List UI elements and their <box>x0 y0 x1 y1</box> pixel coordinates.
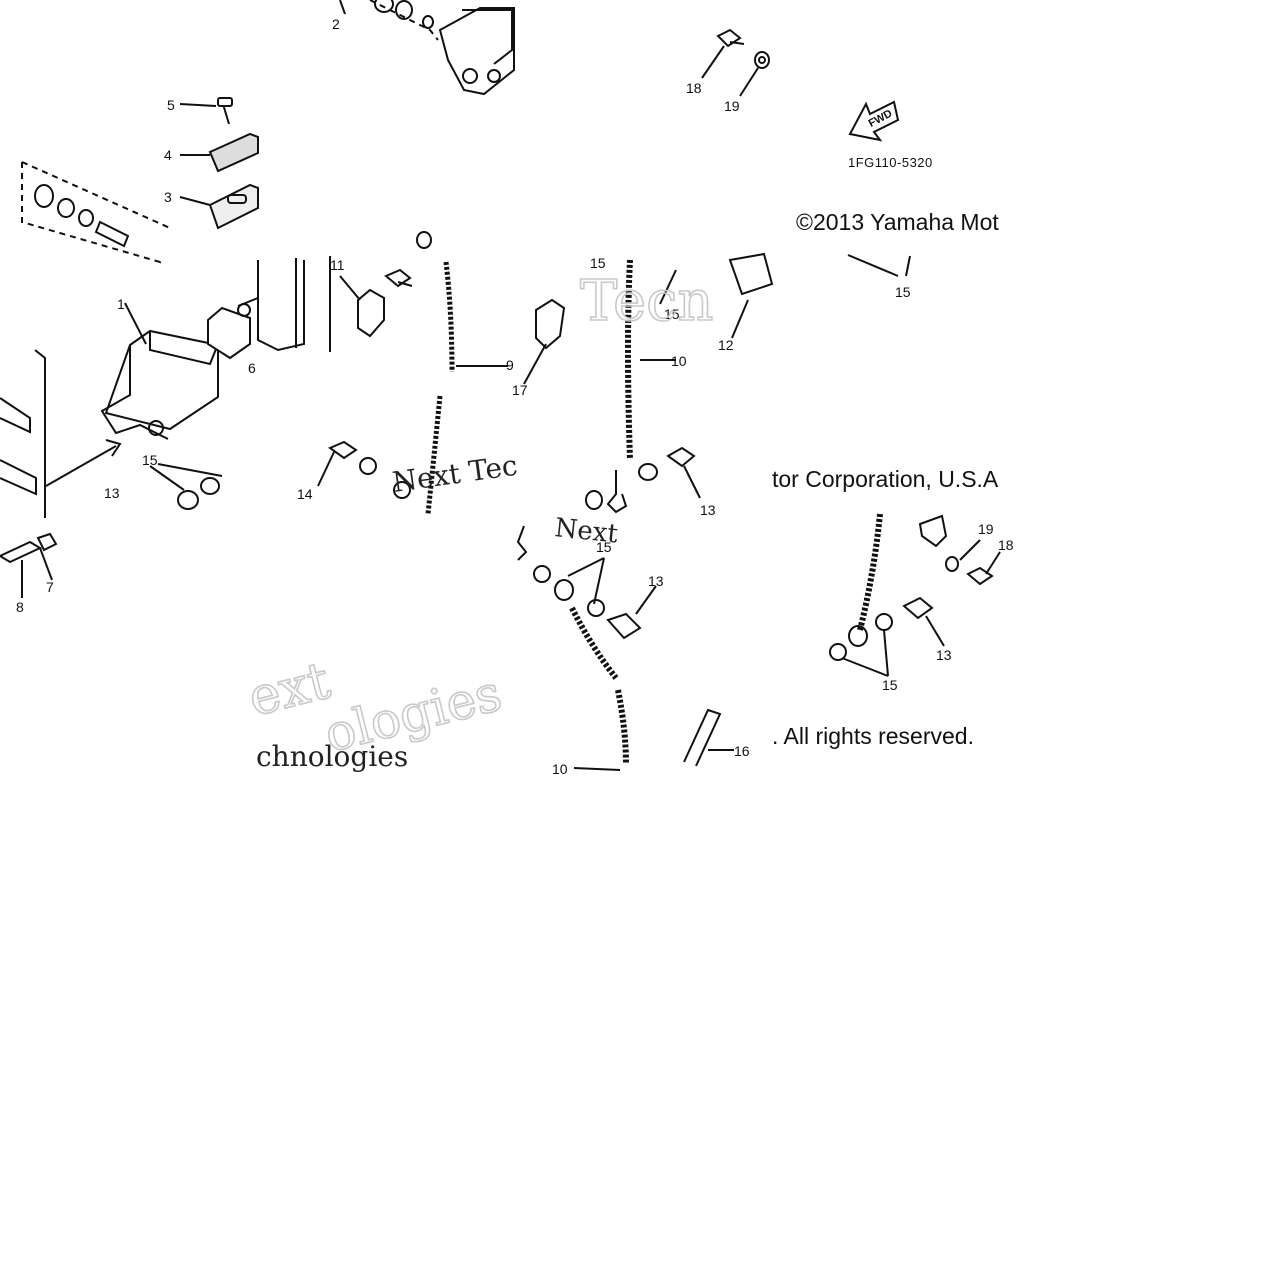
callout-3: 3 <box>164 189 172 205</box>
tile-upper-hose <box>317 231 508 515</box>
callouts-rear: 19 18 13 15 <box>882 521 1014 693</box>
callout-13-hose: 13 <box>700 502 716 518</box>
copyright-line-2: tor Corporation, U.S.A <box>772 466 999 492</box>
callout-15-caliper: 15 <box>596 539 612 555</box>
tile-rear-hose <box>829 513 1001 677</box>
callouts-caliper: 15 13 16 10 <box>552 539 750 777</box>
callout-17: 17 <box>512 382 528 398</box>
callout-15-master: 15 <box>142 452 158 468</box>
callout-9: 9 <box>506 357 514 373</box>
callout-10-caliper: 10 <box>552 761 568 777</box>
tile-master-cylinder <box>0 258 305 518</box>
callouts-top-mid: 2 <box>332 16 340 32</box>
tile-cap-parts <box>21 97 259 264</box>
tile-master-top <box>339 0 515 96</box>
callout-19: 19 <box>724 98 740 114</box>
callout-6: 6 <box>248 360 256 376</box>
callouts-bolt-nut: 18 19 <box>686 80 740 114</box>
fwd-arrow-icon <box>848 100 900 142</box>
callout-10: 10 <box>671 353 687 369</box>
callout-18-rear: 18 <box>998 537 1014 553</box>
callout-15-rear: 15 <box>882 677 898 693</box>
callout-2: 2 <box>332 16 340 32</box>
callouts-lower-hose: 15 15 10 17 12 13 <box>512 255 734 518</box>
callout-1: 1 <box>117 296 125 312</box>
callout-15-hose-b: 15 <box>664 306 680 322</box>
callout-5: 5 <box>167 97 175 113</box>
callout-13-caliper: 13 <box>648 573 664 589</box>
copyright-line-3: . All rights reserved. <box>772 723 974 749</box>
callout-15-right: 15 <box>895 284 911 300</box>
callout-16: 16 <box>734 743 750 759</box>
callout-13-master: 13 <box>104 485 120 501</box>
callout-14: 14 <box>297 486 313 502</box>
callouts-right-top: 15 <box>895 284 911 300</box>
part-code: 1FG110-5320 <box>848 155 933 170</box>
callout-7: 7 <box>46 579 54 595</box>
callouts-cap: 5 4 3 <box>164 97 175 205</box>
callout-12: 12 <box>718 337 734 353</box>
tile-bolt-nut <box>701 28 770 97</box>
copyright-line-1: ©2013 Yamaha Mot <box>796 209 999 235</box>
callouts-bolt-7: 7 8 <box>16 579 54 615</box>
callout-4: 4 <box>164 147 172 163</box>
callout-11: 11 <box>330 257 345 273</box>
watermark-text-1: Next <box>553 513 620 550</box>
callout-15-hose: 15 <box>590 255 606 271</box>
callout-8: 8 <box>16 599 24 615</box>
tile-fragment-15 <box>847 254 911 277</box>
tile-caliper-hose <box>516 525 734 771</box>
callout-18: 18 <box>686 80 702 96</box>
callouts-master: 1 6 15 13 <box>104 296 256 501</box>
callout-19-rear: 19 <box>978 521 994 537</box>
watermark-text-2: Tecn <box>580 269 714 334</box>
callout-13-rear: 13 <box>936 647 952 663</box>
watermark-text-4: chnologies <box>256 740 408 773</box>
tile-bolt-7 <box>0 532 58 598</box>
tile-lower-hose <box>523 252 774 514</box>
callouts-upper-hose: 11 9 14 <box>297 257 514 502</box>
